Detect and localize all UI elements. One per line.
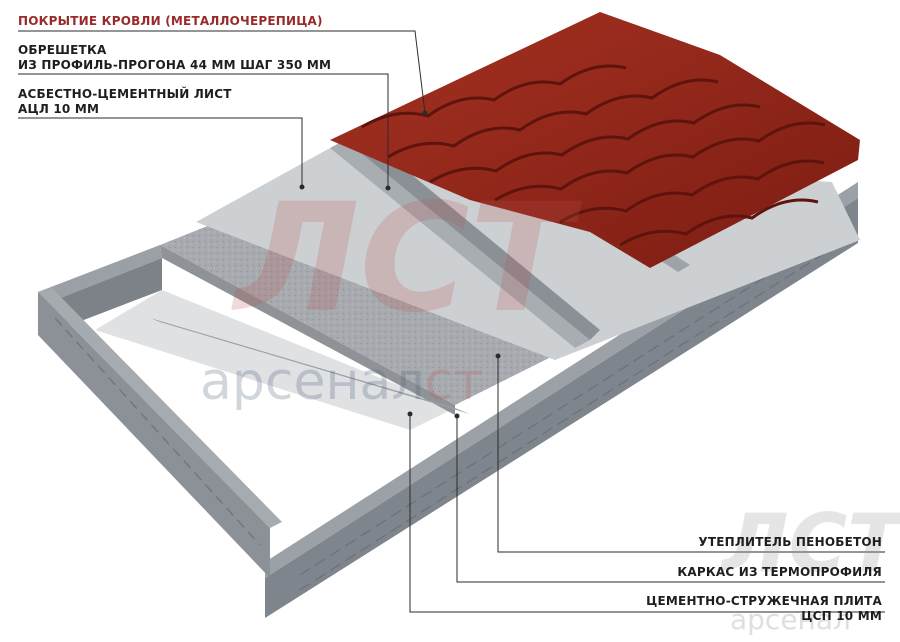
label-board-line1: ЦЕМЕНТНО-СТРУЖЕЧНАЯ ПЛИТА [646,594,882,608]
label-battens-line1: ОБРЕШЕТКА [18,43,107,57]
label-frame: КАРКАС ИЗ ТЕРМОПРОФИЛЯ [677,565,882,579]
label-insulation: УТЕПЛИТЕЛЬ ПЕНОБЕТОН [698,535,882,549]
foam-concrete-insulation [160,205,555,415]
label-roofing: ПОКРЫТИЕ КРОВЛИ (МЕТАЛЛОЧЕРЕПИЦА) [18,14,323,28]
leader-endpoints [299,110,501,419]
metal-roof-tile [330,12,860,268]
label-asbestos-line1: АСБЕСТНО-ЦЕМЕНТНЫЙ ЛИСТ [18,87,232,101]
cement-particle-board [95,290,455,430]
leader-lines [18,30,885,613]
frame-left-wall [38,288,282,578]
label-asbestos-line2: АЦЛ 10 ММ [18,102,100,116]
label-battens-line2: ИЗ ПРОФИЛЬ-ПРОГОНА 44 ММ ШАГ 350 ММ [18,58,332,72]
frame-front-rail [150,318,470,414]
label-board-line2: ЦСП 10 ММ [801,609,882,623]
